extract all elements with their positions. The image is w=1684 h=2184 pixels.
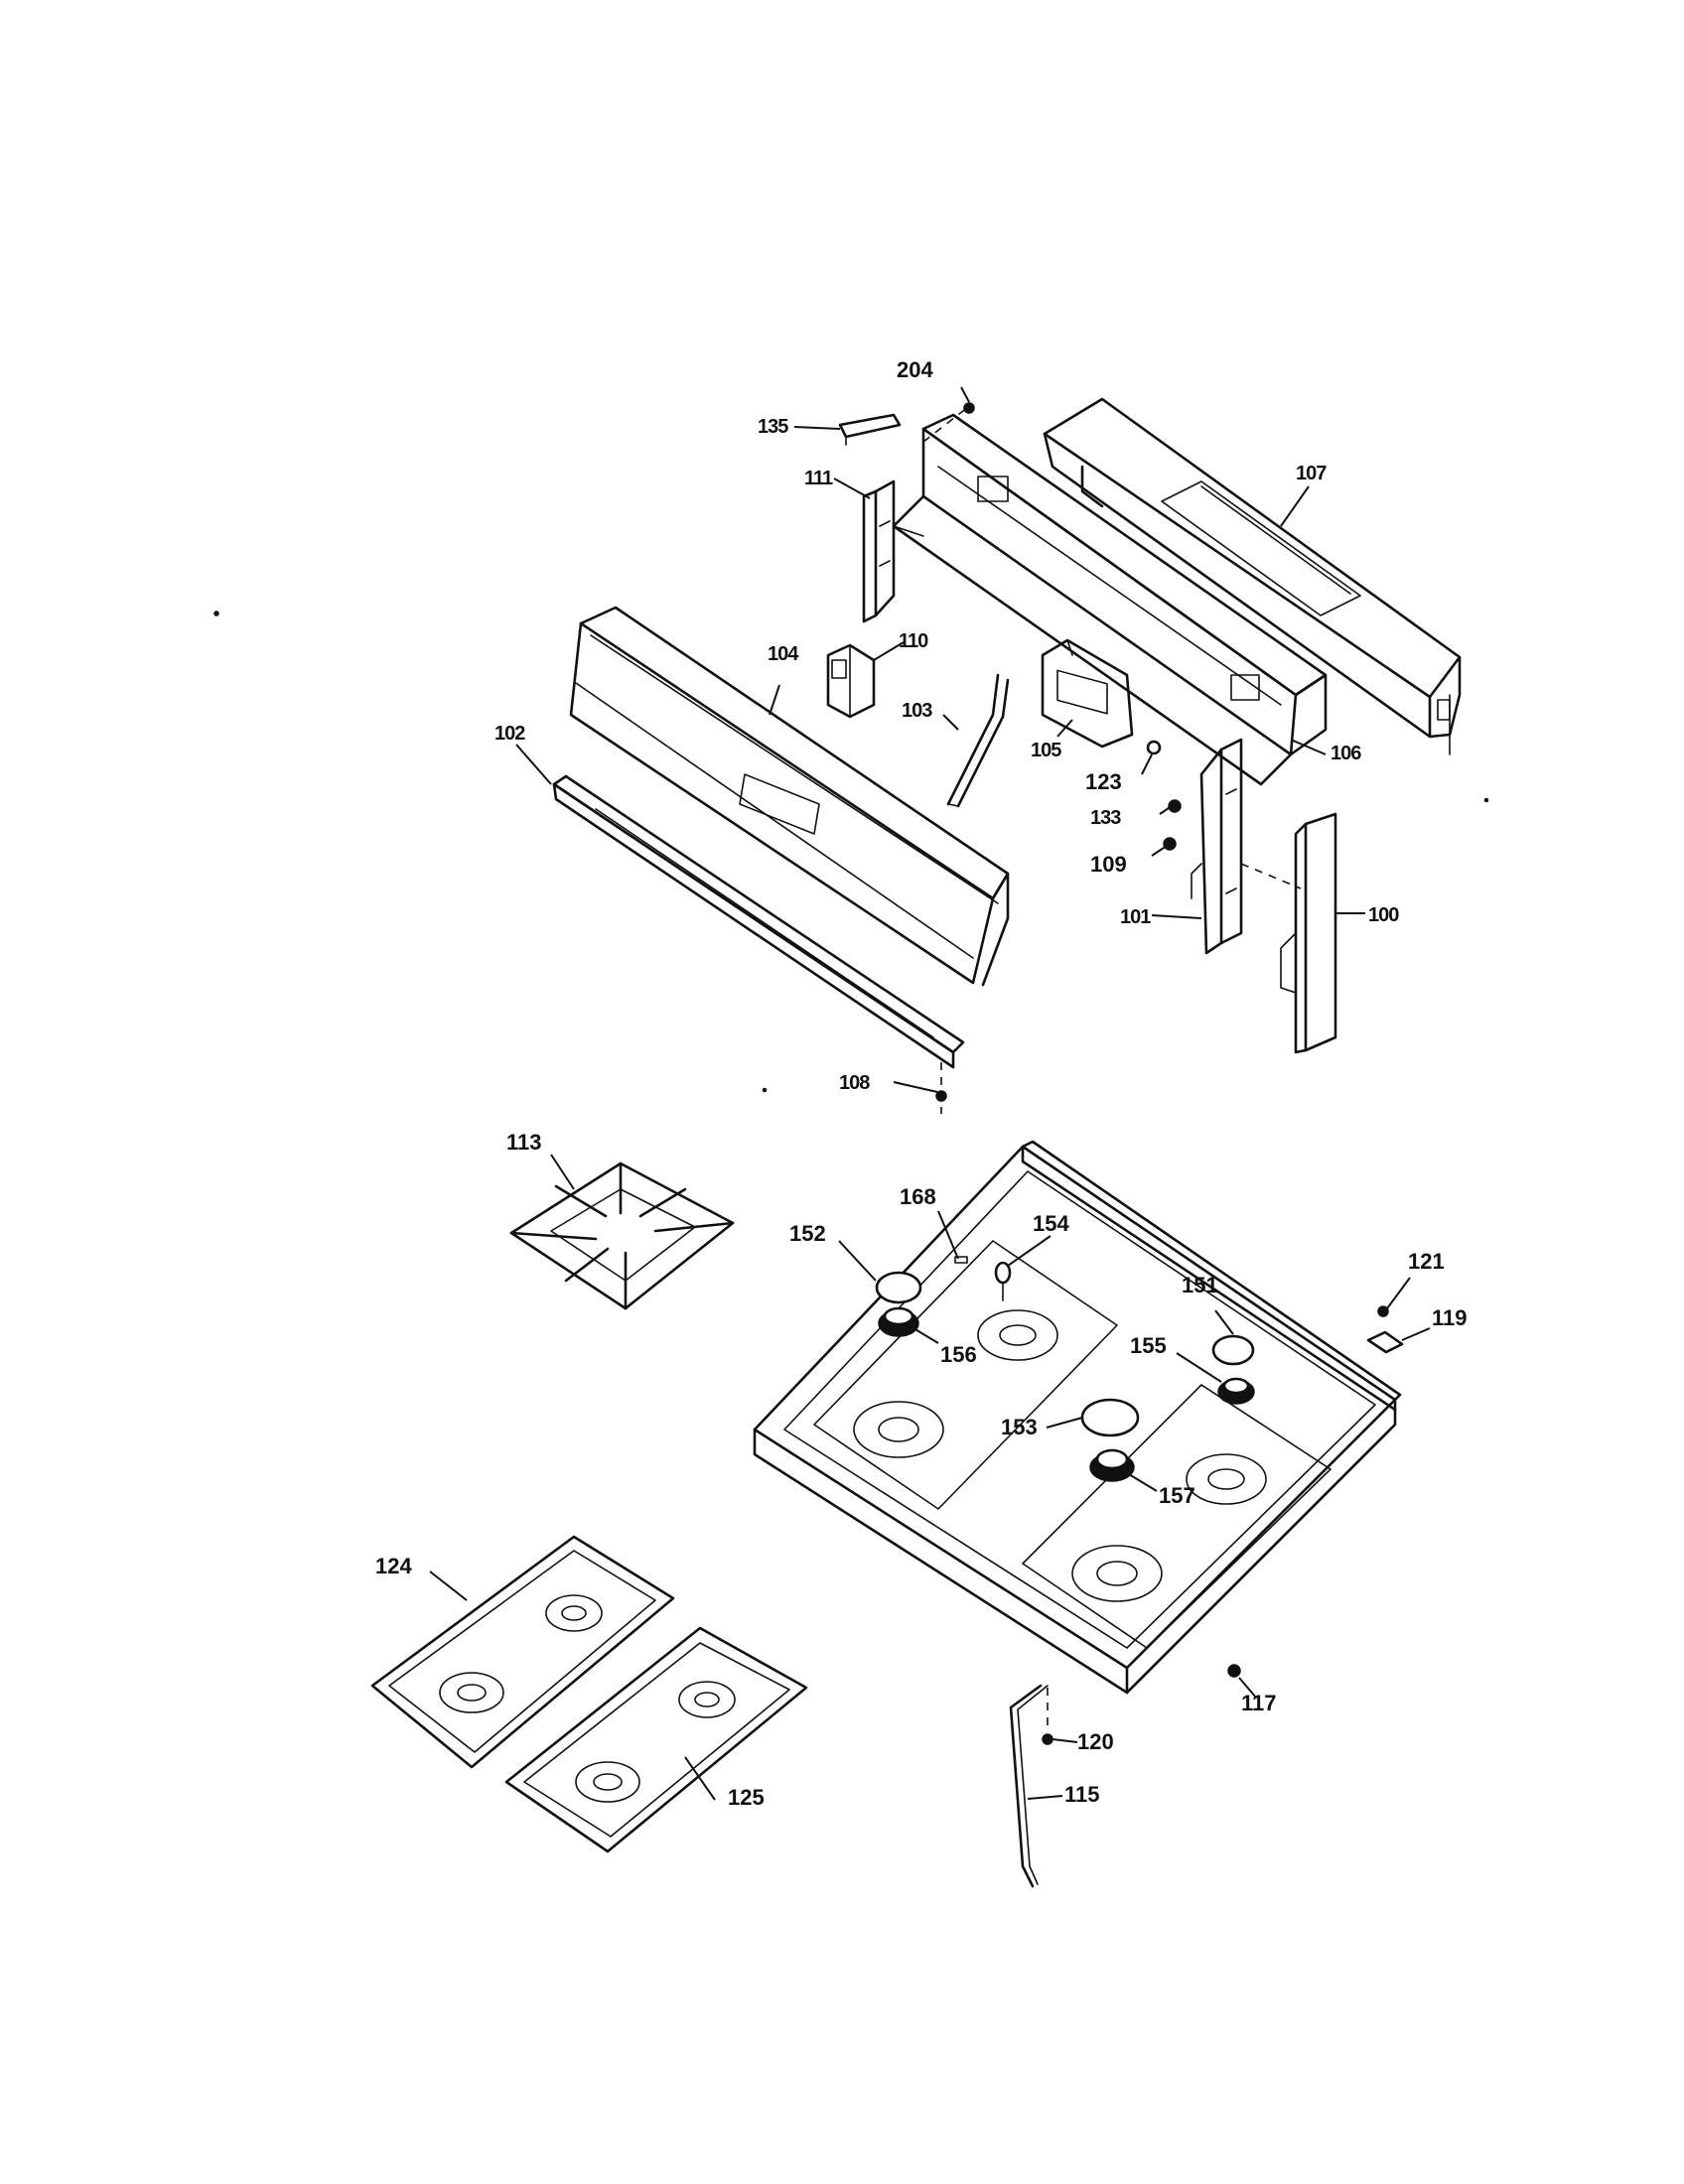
callout-110: 110 xyxy=(899,630,928,652)
part-111-bracket xyxy=(862,479,896,623)
part-135-clip xyxy=(838,413,902,446)
callout-117: 117 xyxy=(1241,1691,1277,1715)
part-155-burner-head xyxy=(1217,1377,1255,1405)
part-125-drip-pan xyxy=(504,1626,808,1853)
callout-100: 100 xyxy=(1368,904,1399,926)
callout-123: 123 xyxy=(1085,769,1122,794)
callout-133: 133 xyxy=(1090,807,1121,829)
callout-104: 104 xyxy=(768,643,799,665)
part-115-rod xyxy=(1009,1684,1049,1888)
callout-151: 151 xyxy=(1182,1273,1218,1297)
callout-155: 155 xyxy=(1130,1333,1167,1358)
part-107-top-cover xyxy=(1043,397,1462,755)
callout-109: 109 xyxy=(1090,852,1127,877)
part-154-igniter xyxy=(994,1261,1012,1301)
part-103-rod xyxy=(946,673,1010,808)
part-104-control-panel xyxy=(569,606,1010,987)
part-101-end-bracket xyxy=(1191,738,1243,955)
part-102-trim xyxy=(552,774,965,1069)
part-121-screw xyxy=(1377,1305,1389,1317)
part-117-fastener xyxy=(1227,1664,1241,1678)
part-204-screw xyxy=(963,402,975,414)
callout-115: 115 xyxy=(1064,1782,1100,1807)
callout-156: 156 xyxy=(940,1342,977,1367)
part-168-clip xyxy=(954,1256,968,1264)
part-133-screw xyxy=(1168,799,1182,813)
callout-121: 121 xyxy=(1408,1249,1445,1274)
part-152-burner-cap xyxy=(875,1271,922,1304)
part-109-screw xyxy=(1163,837,1177,851)
part-105-control-module xyxy=(1041,638,1134,749)
callout-125: 125 xyxy=(728,1785,765,1810)
part-cooktop xyxy=(753,1140,1402,1695)
callout-204: 204 xyxy=(897,357,933,382)
callout-107: 107 xyxy=(1296,463,1327,484)
part-151-burner-cap xyxy=(1211,1334,1255,1366)
part-108-screw xyxy=(935,1062,947,1114)
part-156-burner-head xyxy=(878,1306,919,1337)
callout-119: 119 xyxy=(1432,1305,1468,1330)
part-123-nut xyxy=(1146,740,1162,755)
callout-153: 153 xyxy=(1001,1415,1038,1439)
callout-108: 108 xyxy=(839,1072,870,1094)
callout-120: 120 xyxy=(1077,1729,1114,1754)
part-119-bracket xyxy=(1366,1330,1404,1354)
scan-specks xyxy=(213,611,1489,1093)
callout-102: 102 xyxy=(494,723,525,745)
part-106-backguard-body xyxy=(892,406,1328,786)
callout-124: 124 xyxy=(375,1554,412,1578)
part-120-screw xyxy=(1042,1733,1053,1745)
leader-lines xyxy=(429,386,1431,1801)
callout-labels: 204 135 111 107 110 104 103 105 106 102 … xyxy=(375,357,1468,1810)
part-100-end-cap xyxy=(1240,812,1337,1054)
part-113-burner-grate xyxy=(509,1161,735,1310)
callout-103: 103 xyxy=(902,700,932,722)
callout-113: 113 xyxy=(506,1130,542,1155)
part-153-burner-cap xyxy=(1080,1398,1140,1437)
part-157-burner-head xyxy=(1089,1448,1135,1482)
callout-111: 111 xyxy=(804,468,833,489)
callout-105: 105 xyxy=(1031,740,1061,761)
callout-106: 106 xyxy=(1331,743,1361,764)
callout-101: 101 xyxy=(1120,906,1151,928)
callout-157: 157 xyxy=(1159,1483,1195,1508)
callout-154: 154 xyxy=(1033,1211,1069,1236)
part-124-drip-pan xyxy=(370,1535,675,1769)
callout-135: 135 xyxy=(758,416,788,438)
callout-152: 152 xyxy=(789,1221,826,1246)
part-110-component xyxy=(826,643,876,719)
callout-168: 168 xyxy=(900,1184,936,1209)
